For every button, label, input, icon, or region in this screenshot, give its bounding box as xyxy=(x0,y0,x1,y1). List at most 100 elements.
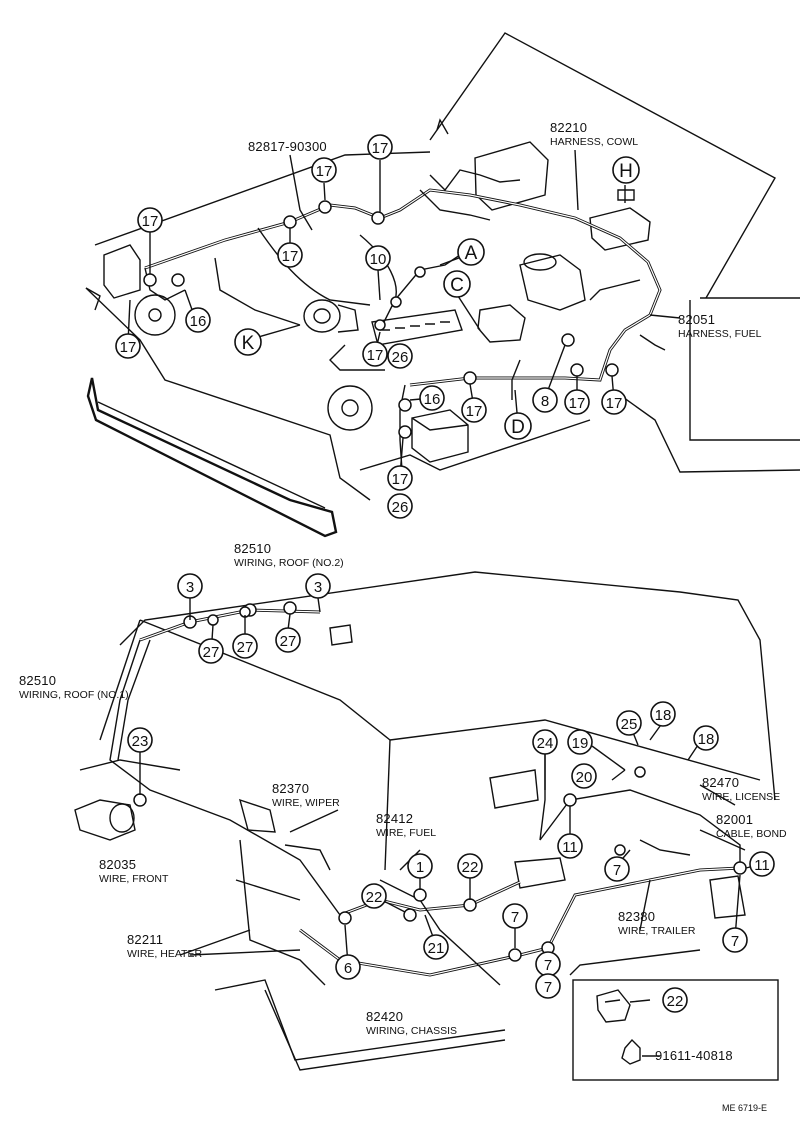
part-number-82420: 82420 xyxy=(366,1009,404,1024)
svg-text:7: 7 xyxy=(544,979,552,996)
svg-text:17: 17 xyxy=(120,339,137,356)
part-desc-wire-license: WIRE, LICENSE xyxy=(702,791,781,803)
svg-text:26: 26 xyxy=(392,499,409,516)
svg-text:A: A xyxy=(465,243,478,264)
svg-text:3: 3 xyxy=(186,579,194,596)
svg-text:3: 3 xyxy=(314,579,322,596)
callout-26: 26 xyxy=(387,493,413,519)
callout-1: 1 xyxy=(407,853,433,879)
svg-text:17: 17 xyxy=(142,213,159,230)
callout-17: 17 xyxy=(367,134,393,160)
callout-11: 11 xyxy=(749,851,775,877)
svg-text:1: 1 xyxy=(416,859,424,876)
svg-text:K: K xyxy=(242,333,255,354)
callout-3: 3 xyxy=(177,573,203,599)
callout-6: 6 xyxy=(335,954,361,980)
callout-17: 17 xyxy=(311,157,337,183)
callout-21: 21 xyxy=(423,934,449,960)
svg-text:17: 17 xyxy=(569,395,586,412)
callout-8: 8 xyxy=(532,387,558,413)
callout-18: 18 xyxy=(693,725,719,751)
svg-text:16: 16 xyxy=(190,313,207,330)
svg-text:19: 19 xyxy=(572,735,589,752)
part-number-82817: 82817-90300 xyxy=(248,139,327,154)
part-desc-cable-bond: CABLE, BOND xyxy=(716,828,787,840)
part-number-82370: 82370 xyxy=(272,781,310,796)
part-desc-wire-front: WIRE, FRONT xyxy=(99,873,169,885)
callout-18: 18 xyxy=(650,701,676,727)
svg-text:18: 18 xyxy=(655,707,672,724)
part-number-82412: 82412 xyxy=(376,811,414,826)
part-number-82210: 82210 xyxy=(550,120,588,135)
callout-D: D xyxy=(504,412,532,440)
callout-24: 24 xyxy=(532,729,558,755)
svg-text:17: 17 xyxy=(606,395,623,412)
callout-7: 7 xyxy=(535,973,561,999)
callout-27: 27 xyxy=(198,638,224,664)
part-number-82051: 82051 xyxy=(678,312,716,327)
part-number-82470: 82470 xyxy=(702,775,740,790)
part-number-82380: 82380 xyxy=(618,909,656,924)
svg-text:25: 25 xyxy=(621,716,638,733)
svg-text:7: 7 xyxy=(731,933,739,950)
part-desc-wire-wiper: WIRE, WIPER xyxy=(272,797,340,809)
callout-10: 10 xyxy=(365,245,391,271)
svg-text:8: 8 xyxy=(541,393,549,410)
part-desc-wire-heater: WIRE, HEATER xyxy=(127,948,203,960)
callout-17: 17 xyxy=(387,465,413,491)
svg-text:22: 22 xyxy=(667,993,684,1010)
callout-A: A xyxy=(457,238,485,266)
engine-compartment-drawing xyxy=(85,32,800,538)
svg-text:17: 17 xyxy=(316,163,333,180)
svg-text:C: C xyxy=(450,275,464,296)
callout-3: 3 xyxy=(305,573,331,599)
svg-text:16: 16 xyxy=(424,391,441,408)
callout-17: 17 xyxy=(115,333,141,359)
svg-text:27: 27 xyxy=(237,639,254,656)
svg-text:27: 27 xyxy=(280,633,297,650)
callout-25: 25 xyxy=(616,710,642,736)
callout-22-inset: 22 xyxy=(662,987,688,1013)
svg-text:17: 17 xyxy=(367,347,384,364)
svg-text:10: 10 xyxy=(370,251,387,268)
part-desc-wire-trailer: WIRE, TRAILER xyxy=(618,925,696,937)
callout-26: 26 xyxy=(387,343,413,369)
part-number-82035: 82035 xyxy=(99,857,137,872)
svg-text:7: 7 xyxy=(613,862,621,879)
svg-text:17: 17 xyxy=(392,471,409,488)
engine-clips xyxy=(143,200,619,439)
body-drawing xyxy=(74,571,776,1071)
callout-C: C xyxy=(443,270,471,298)
svg-text:11: 11 xyxy=(562,839,578,856)
svg-text:D: D xyxy=(511,417,525,438)
callout-20: 20 xyxy=(571,763,597,789)
callout-7: 7 xyxy=(604,856,630,882)
callout-22: 22 xyxy=(457,853,483,879)
part-desc-wire-fuel: WIRE, FUEL xyxy=(376,827,437,839)
svg-text:23: 23 xyxy=(132,733,149,750)
callout-17: 17 xyxy=(362,341,388,367)
svg-text:22: 22 xyxy=(462,859,479,876)
bracket-h-part xyxy=(617,189,635,201)
inset-box xyxy=(572,979,779,1081)
svg-text:6: 6 xyxy=(344,960,352,977)
callout-7: 7 xyxy=(722,927,748,953)
callout-11: 11 xyxy=(557,833,583,859)
part-number-82510-no1: 82510 xyxy=(19,673,57,688)
part-desc-wiring-chassis: WIRING, CHASSIS xyxy=(366,1025,458,1037)
svg-text:27: 27 xyxy=(203,644,220,661)
part-desc-roof-no1: WIRING, ROOF (NO.1) xyxy=(19,689,129,701)
part-number-82510-no2: 82510 xyxy=(234,541,272,556)
callout-17: 17 xyxy=(461,397,487,423)
svg-text:7: 7 xyxy=(511,909,519,926)
callout-17: 17 xyxy=(601,389,627,415)
part-desc-harness-cowl: HARNESS, COWL xyxy=(550,136,639,148)
callout-7: 7 xyxy=(535,951,561,977)
callout-19: 19 xyxy=(567,729,593,755)
callout-17: 17 xyxy=(564,389,590,415)
svg-text:26: 26 xyxy=(392,349,409,366)
svg-text:21: 21 xyxy=(428,940,445,957)
part-number-82211: 82211 xyxy=(127,932,164,947)
svg-text:11: 11 xyxy=(754,857,770,874)
